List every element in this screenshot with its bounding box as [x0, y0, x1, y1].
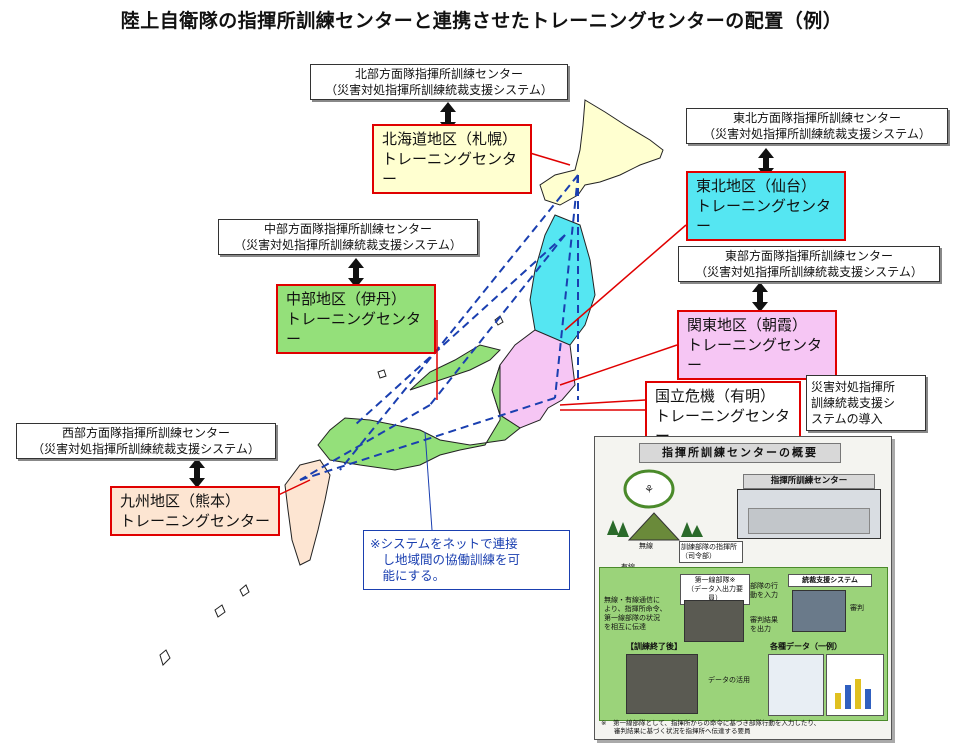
- data-use-label: データの活用: [708, 676, 750, 684]
- judge-label: 審判: [850, 604, 864, 612]
- overview-title: 指揮所訓練センターの概要: [639, 443, 841, 463]
- data-map-image: [768, 654, 824, 716]
- center-hokkaido: 北海道地区（札幌） トレーニングセンター: [372, 124, 532, 194]
- svg-text:⚘: ⚘: [644, 483, 654, 496]
- print-label: 審判結果 を出力: [750, 616, 778, 633]
- after-training-label: 【訓練終了後】: [626, 642, 682, 651]
- system-label-hokkaido: 北部方面隊指揮所訓練センター （災害対処指揮所訓練統裁支援システム）: [310, 64, 568, 100]
- note-pointer: [424, 431, 433, 531]
- overview-panel: 指揮所訓練センターの概要 ⚘ 指揮所訓練センター 無線 有線 訓練部隊の指揮所 …: [594, 436, 892, 740]
- data-examples-label: 各種データ（一例）: [770, 642, 842, 651]
- page-title: 陸上自衛隊の指揮所訓練センターと連携させたトレーニングセンターの配置（例）: [120, 10, 843, 32]
- training-center-photo: [737, 489, 881, 539]
- system-photo: [792, 590, 846, 632]
- overview-center-label: 指揮所訓練センター: [743, 474, 875, 489]
- unit-label: 第一線部隊※ （データ入出力要員）: [680, 574, 750, 605]
- system-box-label: 統裁支援システム: [788, 574, 872, 587]
- hq-label: 訓練部隊の指揮所 （司令部）: [679, 541, 743, 563]
- center-kyushu: 九州地区（熊本） トレーニングセンター: [110, 486, 280, 536]
- debrief-photo: [626, 654, 698, 714]
- map-region-hokkaido: [539, 99, 664, 206]
- overview-footer: ※ 第一線部隊として、指揮所からの命令に基づき部隊行動を入力したり、 審判結果に…: [601, 719, 821, 735]
- input-label: 部隊の行 動を入力: [750, 582, 778, 599]
- relay-label: 無線・有線通信に より、指揮所命令、 第一線部隊の状況 を相互に伝達: [604, 596, 667, 631]
- field-hq-illustration: ⚘: [607, 469, 703, 541]
- system-label-kyushu: 西部方面隊指揮所訓練センター （災害対処指揮所訓練統裁支援システム）: [16, 423, 276, 459]
- system-introduction-label: 災害対処指揮所 訓練統裁支援シ ステムの導入: [806, 375, 926, 431]
- link-arrows: [189, 102, 774, 488]
- map-region-chubu: [317, 344, 521, 471]
- center-chubu: 中部地区（伊丹） トレーニングセンター: [276, 284, 436, 354]
- unit-photo: [684, 600, 744, 642]
- map-region-tohoku: [529, 214, 596, 346]
- network-note: ※システムをネットで連接 し地域間の協働訓練を可 能にする。: [363, 530, 570, 590]
- map-region-kanto: [491, 329, 576, 429]
- wireless-label: 無線: [639, 542, 653, 550]
- data-chart-image: [826, 654, 884, 716]
- center-kanto: 関東地区（朝霞） トレーニングセンター: [677, 310, 837, 380]
- system-label-tohoku: 東北方面隊指揮所訓練センター （災害対処指揮所訓練統裁支援システム）: [686, 108, 948, 144]
- system-label-chubu: 中部方面隊指揮所訓練センター （災害対処指揮所訓練統裁支援システム）: [218, 219, 478, 255]
- center-tohoku: 東北地区（仙台） トレーニングセンター: [686, 171, 846, 241]
- map-region-kyushu: [284, 459, 331, 566]
- system-label-kanto: 東部方面隊指揮所訓練センター （災害対処指揮所訓練統裁支援システム）: [678, 246, 940, 282]
- network-lines: [299, 174, 579, 481]
- overview-flow-area: 第一線部隊※ （データ入出力要員） 部隊の行 動を入力 審判結果 を出力 統裁支…: [599, 567, 888, 721]
- map-region-okinawa: [159, 584, 250, 666]
